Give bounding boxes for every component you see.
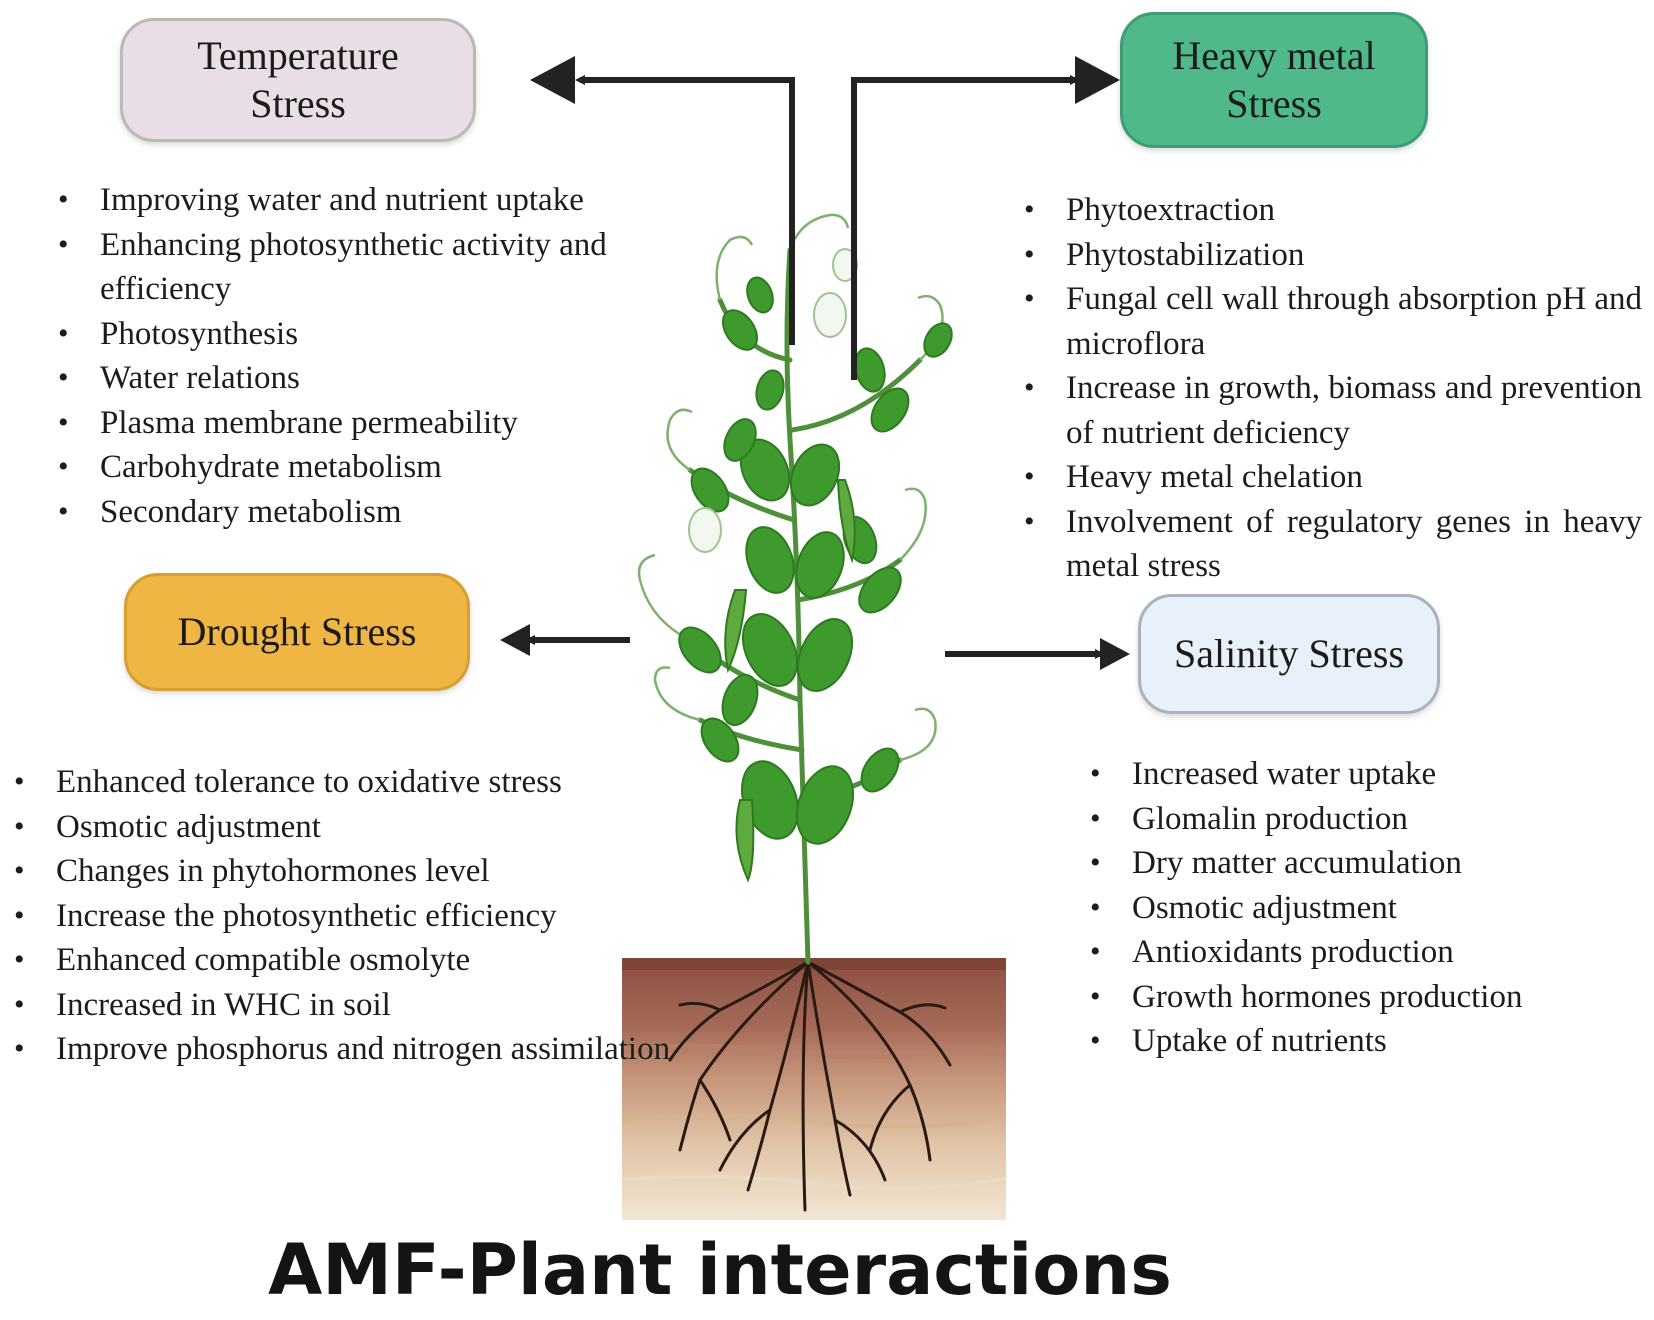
- list-item: Enhanced compatible osmolyte: [12, 938, 672, 983]
- heavy-metal-stress-label-line2: Stress: [1226, 81, 1322, 126]
- list-item: Heavy metal chelation: [1022, 455, 1642, 500]
- drought-stress-label: Drought Stress: [177, 609, 417, 654]
- temperature-stress-label-line2: Stress: [250, 81, 346, 126]
- list-item: Growth hormones production: [1088, 975, 1628, 1020]
- plant-pods: [724, 479, 856, 883]
- list-item: Osmotic adjustment: [12, 805, 672, 850]
- list-item: Improving water and nutrient uptake: [56, 178, 716, 223]
- arrow-heads: [500, 56, 1130, 670]
- diagram-title: AMF-Plant interactions: [268, 1229, 1172, 1311]
- list-item: Increased in WHC in soil: [12, 983, 672, 1028]
- temperature-stress-box: Temperature Stress: [120, 18, 476, 142]
- list-item: Improve phosphorus and nitrogen assimila…: [12, 1027, 672, 1072]
- list-item: Dry matter accumulation: [1088, 841, 1628, 886]
- arrowhead-heavy-metal: [1075, 56, 1120, 104]
- arrowhead-salinity: [1100, 638, 1130, 670]
- salinity-stress-label: Salinity Stress: [1173, 631, 1405, 676]
- list-item: Phytostabilization: [1022, 233, 1642, 278]
- arrowhead-temperature: [530, 56, 575, 104]
- heavy-metal-stress-label-line1: Heavy metal: [1172, 33, 1376, 78]
- list-item: Enhanced tolerance to oxidative stress: [12, 760, 672, 805]
- list-item: Increased water uptake: [1088, 752, 1628, 797]
- temperature-stress-label-line1: Temperature: [197, 33, 399, 78]
- plant-roots: [668, 960, 952, 1212]
- list-item: Fungal cell wall through absorption pH a…: [1022, 277, 1642, 366]
- heavy-metal-stress-box: Heavy metal Stress: [1120, 12, 1428, 148]
- list-item: Osmotic adjustment: [1088, 886, 1628, 931]
- list-item: Water relations: [56, 356, 716, 401]
- salinity-effects-list: Increased water uptake Glomalin producti…: [1088, 752, 1628, 1064]
- connector-arrows: [525, 75, 1105, 659]
- list-item: Involvement of regulatory genes in heavy…: [1022, 500, 1642, 589]
- arrow-to-heavy-metal: [851, 75, 1080, 380]
- list-item: Increase in growth, biomass and preventi…: [1022, 366, 1642, 455]
- list-item: Glomalin production: [1088, 797, 1628, 842]
- list-item: Secondary metabolism: [56, 490, 716, 535]
- temperature-effects-list: Improving water and nutrient uptake Enha…: [56, 178, 716, 534]
- list-item: Plasma membrane permeability: [56, 401, 716, 446]
- list-item: Carbohydrate metabolism: [56, 445, 716, 490]
- list-item: Changes in phytohormones level: [12, 849, 672, 894]
- salinity-stress-box: Salinity Stress: [1138, 594, 1440, 714]
- arrow-to-temperature: [575, 75, 795, 345]
- list-item: Antioxidants production: [1088, 930, 1628, 975]
- list-item: Photosynthesis: [56, 312, 716, 357]
- list-item: Increase the photosynthetic efficiency: [12, 894, 672, 939]
- drought-effects-list: Enhanced tolerance to oxidative stress O…: [12, 760, 672, 1072]
- heavy-metal-effects-list: Phytoextraction Phytostabilization Funga…: [1022, 188, 1642, 589]
- plant-tendrils: [637, 213, 944, 762]
- arrowhead-drought: [500, 624, 530, 656]
- list-item: Phytoextraction: [1022, 188, 1642, 233]
- drought-stress-box: Drought Stress: [124, 573, 470, 691]
- list-item: Enhancing photosynthetic activity and ef…: [56, 223, 716, 312]
- list-item: Uptake of nutrients: [1088, 1019, 1628, 1064]
